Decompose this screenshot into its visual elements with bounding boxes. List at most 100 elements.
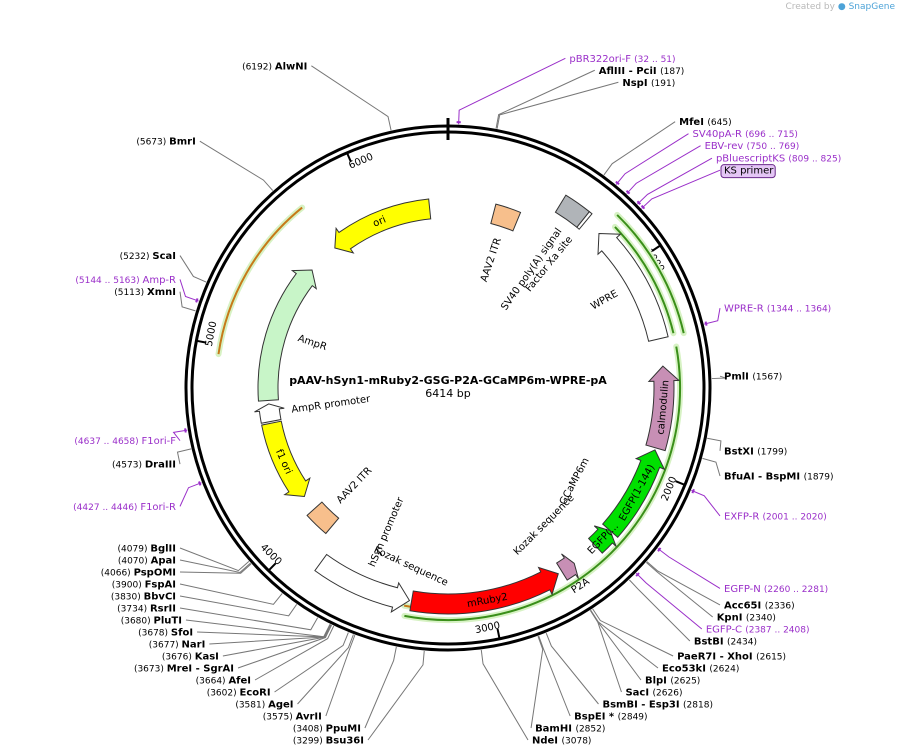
enzyme-label: BstXI — [724, 446, 757, 457]
enzyme-text-pluti: (3680) PluTI — [121, 616, 182, 627]
enzyme-label-bglii: (4079) BglII — [118, 544, 176, 555]
enzyme-leader-pmli — [711, 375, 726, 380]
snapgene-logo-icon: ● — [837, 2, 846, 12]
enzyme-extra: - SgrAI — [196, 664, 234, 675]
enzyme-label-mrei: (3673) MreI - SgrAI — [134, 664, 234, 675]
enzyme-text-kasi: (3676) KasI — [162, 652, 219, 663]
enzyme-extra: - BspMI — [758, 471, 804, 482]
tick-label: 3000 — [474, 620, 501, 636]
enzyme-pos-label: (5232) — [120, 252, 153, 262]
feature-label-sv40-poly-a-signal: SV40 poly(A) signal — [499, 226, 564, 312]
enzyme-leader-scai — [179, 255, 207, 283]
enzyme-label-bamhi: BamHI (2852) — [535, 724, 605, 735]
enzyme-text-xmni: (5113) XmnI — [114, 287, 176, 298]
enzyme-pos-label: (2340) — [746, 613, 776, 623]
enzyme-leader-bmri — [199, 140, 274, 191]
primer-label: SV40pA-R — [692, 129, 745, 140]
enzyme-leader-mfei — [603, 121, 676, 176]
center-label-kozak-sequence-2: Kozak sequence — [372, 545, 450, 589]
enzyme-leader-ecori — [274, 632, 349, 693]
primer-range: (2001 .. 2020) — [762, 512, 826, 522]
enzyme-leader-draiii — [176, 448, 192, 465]
enzyme-label: PmlI — [724, 372, 752, 383]
enzyme-text-acc65i: Acc65I (2336) — [724, 600, 795, 611]
enzyme-label-bbvci: (3830) BbvCI — [111, 592, 176, 603]
feature-label-ampr-promoter: AmpR promoter — [291, 394, 372, 416]
primer-range: (5144 .. 5163) — [75, 276, 142, 286]
enzyme-text-kpni: KpnI (2340) — [717, 612, 776, 623]
enzyme-label: BlpI — [645, 676, 670, 687]
enzyme-label-ppumi: (3408) PpuMI — [293, 724, 361, 735]
enzyme-label: BfuAI — [724, 471, 758, 482]
enzyme-pos-label: (2849) — [618, 713, 648, 723]
tick-mark — [675, 480, 687, 487]
enzyme-text-fspai: (3900) FspAI — [112, 580, 176, 591]
enzyme-label-bfuai: BfuAI - BspMI (1879) — [724, 471, 834, 482]
primer-label: EGFP-C — [706, 624, 745, 635]
enzyme-text-ndei: NdeI (3078) — [532, 736, 591, 747]
enzyme-leader-paer7i — [592, 608, 674, 657]
primer-leader-pbluescriptks — [637, 157, 713, 205]
primer-label: F1ori-R — [140, 502, 176, 513]
primer-text-ebv-rev: EBV-rev (750 .. 769) — [705, 141, 800, 152]
enzyme-pos-label: (3734) — [117, 605, 150, 615]
watermark: Created by ● SnapGene — [785, 2, 895, 12]
enzyme-label: NdeI — [532, 736, 562, 747]
primer-mark-f1ori-f — [184, 428, 187, 433]
enzyme-pos-label: (3676) — [162, 653, 195, 663]
feature-aav2-itr-2 — [306, 501, 340, 535]
primer-label-f1ori-f: (4637 .. 4658) F1ori-F — [74, 436, 176, 447]
enzyme-text-sfoi: (3678) SfoI — [138, 628, 193, 639]
enzyme-label-acc65i: Acc65I (2336) — [724, 600, 795, 611]
enzyme-pos-label: (1799) — [757, 447, 787, 457]
tick-mark — [195, 339, 207, 344]
primer-range: (696 .. 715) — [745, 130, 798, 140]
enzyme-pos-label: (2852) — [575, 725, 605, 735]
enzyme-label-draiii: (4573) DraIII — [112, 460, 176, 471]
enzyme-label: Bsu36I — [326, 736, 364, 747]
enzyme-label: Acc65I — [724, 600, 765, 611]
enzyme-text-bspei: BspEI * (2849) — [574, 712, 647, 723]
enzyme-leader-bstbi — [628, 579, 691, 642]
enzyme-pos-label: (4079) — [118, 545, 151, 555]
enzyme-pos-label: (191) — [651, 79, 675, 89]
enzyme-leader-alwni — [311, 65, 392, 131]
primer-leader-wpre-r — [704, 308, 721, 325]
enzyme-label-blpi: BlpI (2625) — [645, 676, 700, 687]
feature-aav2-itr — [490, 203, 522, 232]
primer-text-egfp-n: EGFP-N (2260 .. 2281) — [724, 584, 828, 595]
enzyme-label-eco53ki: Eco53kI (2624) — [662, 664, 739, 675]
feature-hsyn-promoter — [314, 553, 411, 614]
enzyme-leader-kpni — [645, 561, 714, 618]
primer-text-pbluescriptks: pBluescriptKS (809 .. 825) — [716, 154, 841, 165]
plasmid-name: pAAV-hSyn1-mRuby2-GSG-P2A-GCaMP6m-WPRE-p… — [289, 374, 607, 387]
feature-factor-xa-site — [576, 210, 593, 230]
primer-leader-ebv-rev — [626, 145, 701, 195]
enzyme-pos-label: (3581) — [235, 701, 268, 711]
primer-mark-amp-r — [195, 298, 199, 303]
enzyme-label-scai: (5232) ScaI — [120, 251, 176, 262]
enzyme-text-draiii: (4573) DraIII — [112, 460, 176, 471]
enzyme-label: BbvCI — [144, 592, 176, 603]
enzyme-text-blpi: BlpI (2625) — [645, 676, 700, 687]
enzyme-text-bfuai: BfuAI - BspMI (1879) — [724, 471, 834, 482]
enzyme-text-afei: (3664) AfeI — [196, 676, 251, 687]
enzyme-text-alwni: (6192) AlwNI — [242, 61, 307, 72]
feature-label-ori: ori — [372, 214, 388, 229]
enzyme-label: NarI — [182, 640, 206, 651]
enzyme-label: AfeI — [228, 676, 251, 687]
orf-arcs — [215, 204, 687, 623]
primer-range: (4427 .. 4446) — [73, 503, 140, 513]
enzyme-leader-bfuai — [702, 457, 721, 477]
feature-wpre — [597, 233, 669, 342]
enzyme-leader-pluti — [185, 619, 331, 638]
enzyme-pos-label: (4573) — [112, 461, 145, 471]
feature-mruby2 — [409, 566, 559, 615]
enzyme-leader-afei — [254, 625, 335, 681]
primer-text-f1ori-f: (4637 .. 4658) F1ori-F — [74, 436, 176, 447]
enzyme-label: ApaI — [151, 556, 176, 567]
enzyme-label-kpni: KpnI (2340) — [717, 612, 776, 623]
enzyme-pos-label: (5673) — [136, 138, 169, 148]
primer-range: (2260 .. 2281) — [764, 585, 828, 595]
enzyme-label: SacI — [625, 688, 652, 699]
